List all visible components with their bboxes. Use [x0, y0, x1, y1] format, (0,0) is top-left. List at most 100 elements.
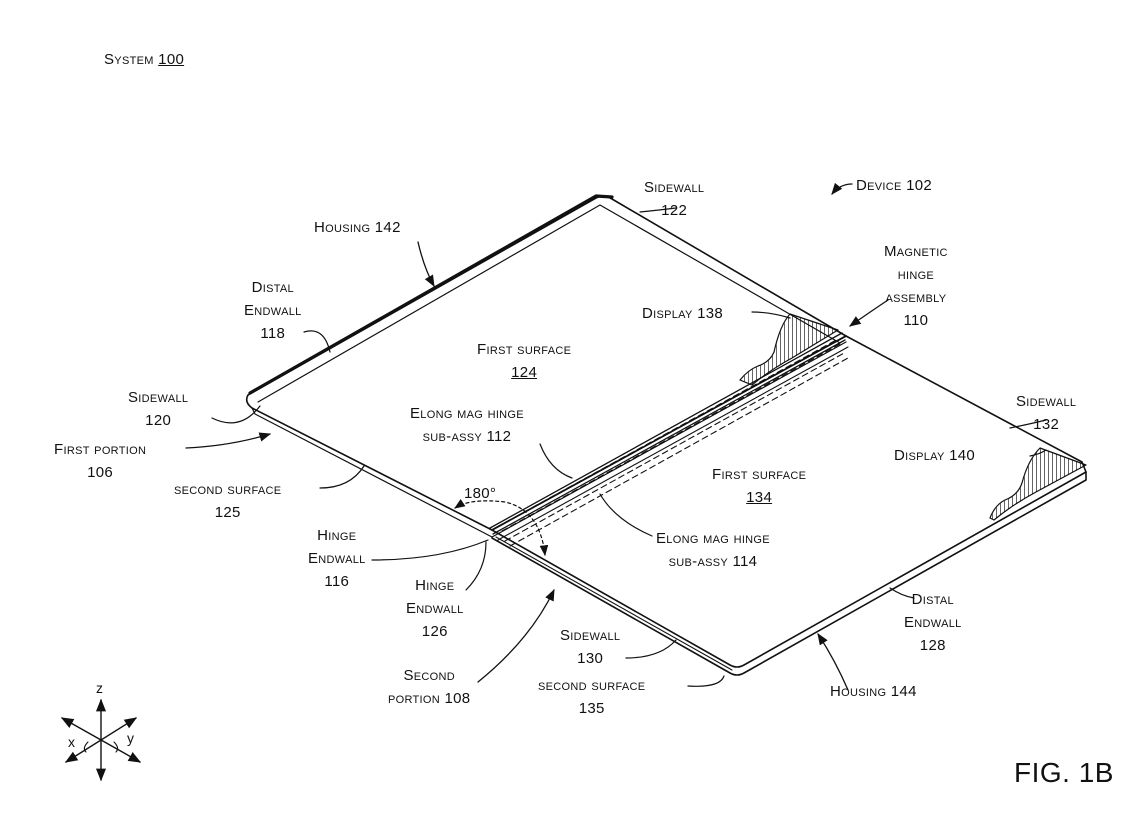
- assembly-word: assembly: [885, 289, 947, 306]
- leader-sidewall122: [640, 208, 676, 212]
- leader-hinge126: [466, 542, 486, 590]
- display138-label: Display 138: [642, 305, 724, 322]
- second-portion-thickness: [492, 472, 1086, 675]
- endwall118-word: Endwall: [244, 302, 302, 319]
- system-label: System 100: [104, 48, 184, 71]
- system-label-text: System: [104, 51, 154, 68]
- second-portion-label: Second portion 108: [388, 664, 470, 710]
- sidewall122-label: Sidewall 122: [644, 176, 704, 222]
- first-portion-inner-edge: [258, 205, 840, 402]
- endwall128-word: Endwall: [904, 614, 962, 631]
- sidewall130-num: 130: [577, 650, 604, 667]
- first-surface134-label: First surface 134: [712, 463, 806, 509]
- second-surface135-label: second surface 135: [538, 674, 645, 720]
- first-portion-word: First portion: [54, 441, 147, 458]
- leader-display138: [752, 312, 790, 318]
- hinge116-word: Hinge: [317, 527, 357, 544]
- first-surface124-num: 124: [511, 364, 538, 381]
- sidewall130-word: Sidewall: [560, 627, 621, 644]
- leader-hinge116: [372, 540, 488, 560]
- leader-sidewall130: [626, 640, 676, 658]
- leader-housing144: [818, 633, 848, 690]
- leader-elong114: [600, 494, 652, 536]
- elong-mag-hinge-114: [505, 352, 846, 541]
- housing144-label: Housing 144: [830, 683, 917, 700]
- second-surface125-num: 125: [214, 504, 241, 521]
- leader-first-portion: [186, 432, 272, 448]
- first-portion-num: 106: [87, 464, 114, 481]
- first-surface134-word: First surface: [712, 466, 807, 483]
- elong114-line1: Elong mag hinge: [656, 530, 770, 547]
- sidewall122-num: 122: [661, 202, 688, 219]
- first-portion-label: First portion 106: [54, 438, 146, 484]
- leader-elong112: [540, 444, 572, 478]
- elong114-line2: sub-assy 114: [668, 553, 758, 570]
- leader-distal128: [890, 588, 914, 598]
- hinge-line-2: [493, 340, 845, 534]
- endwall116-word: Endwall: [308, 550, 366, 567]
- distal118-word: Distal: [251, 279, 294, 296]
- magnetic-word: Magnetic: [884, 243, 948, 260]
- sidewall120-word: Sidewall: [128, 389, 189, 406]
- hinge-word: hinge: [897, 266, 935, 283]
- elong112-label: Elong mag hinge sub-assy 112: [410, 402, 524, 448]
- housing142-thick-edge: [250, 196, 612, 393]
- axis-triad: [60, 698, 142, 782]
- angle-label: 180°: [464, 485, 497, 502]
- sidewall120-label: Sidewall 120: [128, 386, 188, 432]
- leader-second-surface135: [688, 676, 724, 686]
- second-portion-num: portion 108: [388, 690, 471, 707]
- sidewall132-word: Sidewall: [1016, 393, 1077, 410]
- leader-sidewall120: [212, 406, 260, 423]
- sidewall132-num: 132: [1033, 416, 1060, 433]
- second-portion-word: Second: [403, 667, 455, 684]
- endwall126-word: Endwall: [406, 600, 464, 617]
- second-surface135-num: 135: [578, 700, 605, 717]
- first-portion-thickness: [252, 342, 846, 537]
- sidewall130-label: Sidewall 130: [560, 624, 620, 670]
- elong114-label: Elong mag hinge sub-assy 114: [656, 527, 770, 573]
- distal118-num: 118: [260, 325, 286, 342]
- second-portion-edge-line: [496, 537, 732, 670]
- leader-device102: [831, 182, 852, 195]
- first-surface134-num: 134: [746, 489, 773, 506]
- figure-number: FIG. 1B: [1014, 757, 1114, 788]
- hinge126-word: Hinge: [415, 577, 455, 594]
- sidewall122-word: Sidewall: [644, 179, 705, 196]
- elong112-line2: sub-assy 112: [422, 428, 512, 445]
- leader-distal118: [304, 331, 330, 352]
- axis-z-label: z: [96, 680, 103, 696]
- elong-mag-hinge-114b: [510, 358, 848, 546]
- hinge116-num: 116: [324, 573, 350, 590]
- second-surface125-word: second surface: [174, 481, 282, 498]
- leader-magnetic: [849, 300, 888, 327]
- hinge126-num: 126: [421, 623, 448, 640]
- second-surface125-label: second surface 125: [174, 478, 281, 524]
- system-number: 100: [158, 51, 185, 68]
- display138-cutaway: [740, 314, 838, 385]
- housing142-label: Housing 142: [314, 219, 401, 236]
- sidewall120-num: 120: [145, 412, 172, 429]
- axis-y-label: y: [127, 730, 134, 746]
- leader-housing142: [418, 242, 434, 288]
- second-portion-outline: [492, 336, 1086, 667]
- hinge-line-3: [498, 347, 848, 540]
- elong-mag-hinge-112: [497, 339, 838, 527]
- hinge-line-1: [490, 333, 842, 528]
- magnetic-num: 110: [903, 312, 929, 329]
- distal128-num: 128: [919, 637, 946, 654]
- leader-second-surface125: [320, 466, 364, 488]
- display140-cutaway: [990, 448, 1086, 520]
- magnetic-hinge-label: Magnetic hinge assembly 110: [884, 240, 948, 332]
- leader-sidewall132: [1010, 420, 1046, 428]
- second-surface135-word: second surface: [538, 677, 646, 694]
- elong112-line1: Elong mag hinge: [410, 405, 524, 422]
- display140-label: Display 140: [894, 447, 976, 464]
- leader-display140: [1030, 450, 1046, 456]
